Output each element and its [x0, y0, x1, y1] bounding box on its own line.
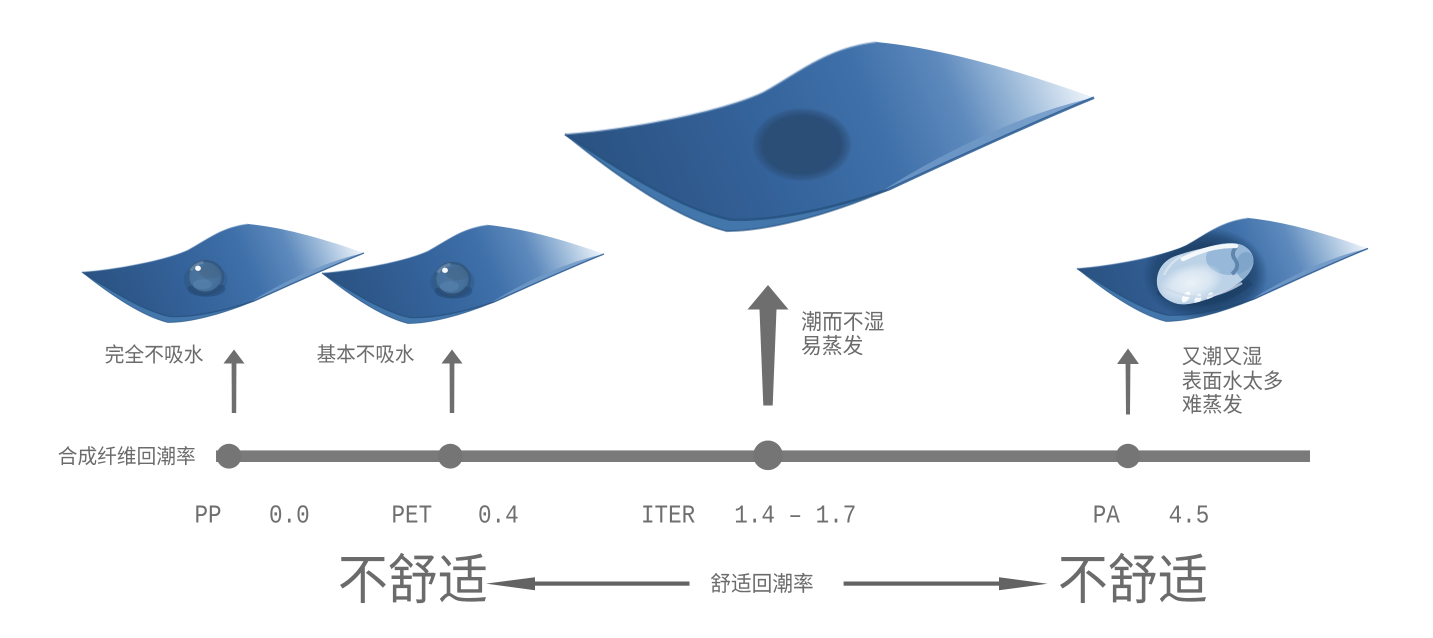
svg-text:0.0: 0.0 [269, 502, 310, 531]
svg-text:PA: PA [1093, 502, 1120, 531]
svg-text:0.4: 0.4 [478, 502, 519, 531]
svg-text:PP: PP [195, 502, 222, 531]
svg-text:PET: PET [392, 502, 433, 531]
svg-text:4.5: 4.5 [1169, 502, 1210, 531]
svg-text:ITER: ITER [641, 502, 695, 531]
svg-text:1.4 – 1.7: 1.4 – 1.7 [734, 502, 856, 531]
